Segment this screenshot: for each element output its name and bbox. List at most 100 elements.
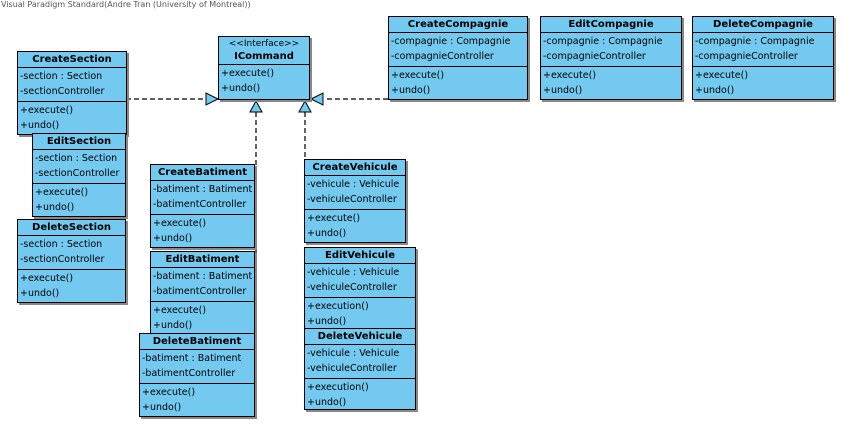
attribute: -compagnie : Compagnie [543, 36, 663, 47]
class-name: CreateCompagnie [389, 17, 527, 33]
attributes: -vehicule : Vehicule -vehiculeController [305, 345, 415, 379]
operation: +undo() [153, 233, 193, 244]
operation: +execute() [153, 218, 207, 229]
operation: +undo() [20, 288, 60, 299]
attributes: -compagnie : Compagnie -compagnieControl… [389, 33, 527, 67]
operation: +execute() [695, 70, 749, 81]
class-create-compagnie[interactable]: CreateCompagnie -compagnie : Compagnie -… [388, 16, 528, 100]
class-edit-vehicule[interactable]: EditVehicule -vehicule : Vehicule -vehic… [304, 247, 416, 331]
operation: +undo() [142, 402, 182, 413]
operation: +execute() [153, 305, 207, 316]
operation: +execute() [20, 273, 74, 284]
operation: +execute() [142, 387, 196, 398]
watermark-text: Visual Paradigm Standard(Andre Tran (Uni… [1, 0, 251, 9]
attribute: -section : Section [35, 153, 118, 164]
attribute: -batiment : Batiment [142, 353, 242, 364]
class-create-section[interactable]: CreateSection -section : Section -sectio… [17, 51, 127, 135]
operations: +execute() +undo() [151, 215, 254, 247]
class-name: EditBatiment [151, 252, 254, 268]
class-name: CreateVehicule [305, 160, 405, 176]
operation: +execute() [307, 213, 361, 224]
class-name: DeleteBatiment [140, 334, 254, 350]
operation: +execution() [307, 301, 369, 312]
operation: +undo() [307, 397, 347, 408]
class-name: EditVehicule [305, 248, 415, 264]
class-delete-vehicule[interactable]: DeleteVehicule -vehicule : Vehicule -veh… [304, 328, 416, 410]
operation: +execute() [35, 187, 89, 198]
operation: +undo() [153, 320, 193, 331]
class-delete-compagnie[interactable]: DeleteCompagnie -compagnie : Compagnie -… [692, 16, 834, 100]
operation: +undo() [20, 120, 60, 131]
attribute: -vehiculeController [307, 363, 397, 374]
attribute: -compagnieController [543, 51, 646, 62]
class-name: DeleteSection [18, 220, 125, 236]
operation: +undo() [391, 85, 431, 96]
operation: +undo() [307, 228, 347, 239]
attribute: -vehicule : Vehicule [307, 179, 400, 190]
class-name: CreateSection [18, 52, 126, 68]
attributes: -section : Section -sectionController [18, 236, 125, 270]
attribute: -sectionController [20, 86, 105, 97]
attribute: -section : Section [20, 239, 103, 250]
attribute: -batimentController [153, 199, 247, 210]
class-edit-compagnie[interactable]: EditCompagnie -compagnie : Compagnie -co… [540, 16, 682, 100]
attribute: -compagnieController [695, 51, 798, 62]
class-delete-batiment[interactable]: DeleteBatiment -batiment : Batiment -bat… [139, 333, 255, 417]
operations: +execute() +undo() [151, 302, 254, 334]
operation: +execute() [391, 70, 445, 81]
icommand-interface[interactable]: <<Interface>> ICommand +execute() +undo(… [218, 36, 310, 100]
class-create-batiment[interactable]: CreateBatiment -batiment : Batiment -bat… [150, 164, 255, 248]
attributes: -compagnie : Compagnie -compagnieControl… [693, 33, 833, 67]
class-create-vehicule[interactable]: CreateVehicule -vehicule : Vehicule -veh… [304, 159, 406, 243]
class-delete-section[interactable]: DeleteSection -section : Section -sectio… [17, 219, 126, 303]
attribute: -batiment : Batiment [153, 184, 253, 195]
class-edit-batiment[interactable]: EditBatiment -batiment : Batiment -batim… [150, 251, 255, 335]
attribute: -vehicule : Vehicule [307, 348, 400, 359]
operation: +undo() [543, 85, 583, 96]
attribute: -compagnieController [391, 51, 494, 62]
operations: +execute() +undo() [389, 67, 527, 99]
operations: +execution() +undo() [305, 298, 415, 330]
operations: +execution() +undo() [305, 379, 415, 409]
attributes: -vehicule : Vehicule -vehiculeController [305, 176, 405, 210]
operation: +execute() [20, 105, 74, 116]
attribute: -batimentController [153, 286, 247, 297]
operation: +undo() [307, 316, 347, 327]
realization-arrowhead-left [205, 92, 220, 106]
operations: +execute() +undo() [18, 102, 126, 134]
attribute: -section : Section [20, 71, 103, 82]
realization-arrowhead-vehicule [298, 99, 312, 113]
attributes: -vehicule : Vehicule -vehiculeController [305, 264, 415, 298]
operations: +execute() +undo() [541, 67, 681, 99]
attributes: -batiment : Batiment -batimentController [151, 181, 254, 215]
operation: +execute() [543, 70, 597, 81]
attribute: -vehiculeController [307, 194, 397, 205]
class-name: DeleteVehicule [305, 329, 415, 345]
attributes: -compagnie : Compagnie -compagnieControl… [541, 33, 681, 67]
attributes: -batiment : Batiment -batimentController [151, 268, 254, 302]
attribute: -compagnie : Compagnie [695, 36, 815, 47]
class-edit-section[interactable]: EditSection -section : Section -sectionC… [32, 133, 126, 217]
realization-arrowhead-right [309, 92, 324, 106]
interface-operations: +execute() +undo() [219, 65, 309, 98]
attribute: -compagnie : Compagnie [391, 36, 511, 47]
class-name: DeleteCompagnie [693, 17, 833, 33]
interface-name: ICommand [219, 50, 309, 65]
operation: +execution() [307, 382, 369, 393]
operations: +execute() +undo() [693, 67, 833, 99]
operation: +undo() [695, 85, 735, 96]
attributes: -section : Section -sectionController [33, 150, 125, 184]
realization-arrowhead-batiment [249, 99, 263, 113]
operations: +execute() +undo() [33, 184, 125, 216]
attribute: -batiment : Batiment [153, 271, 253, 282]
attribute: -sectionController [35, 168, 120, 179]
class-name: EditSection [33, 134, 125, 150]
attributes: -section : Section -sectionController [18, 68, 126, 102]
attribute: -vehicule : Vehicule [307, 267, 400, 278]
interface-stereotype: <<Interface>> [228, 39, 300, 49]
operations: +execute() +undo() [18, 270, 125, 302]
attribute: -sectionController [20, 254, 105, 265]
operations: +execute() +undo() [305, 210, 405, 242]
attribute: -batimentController [142, 368, 236, 379]
